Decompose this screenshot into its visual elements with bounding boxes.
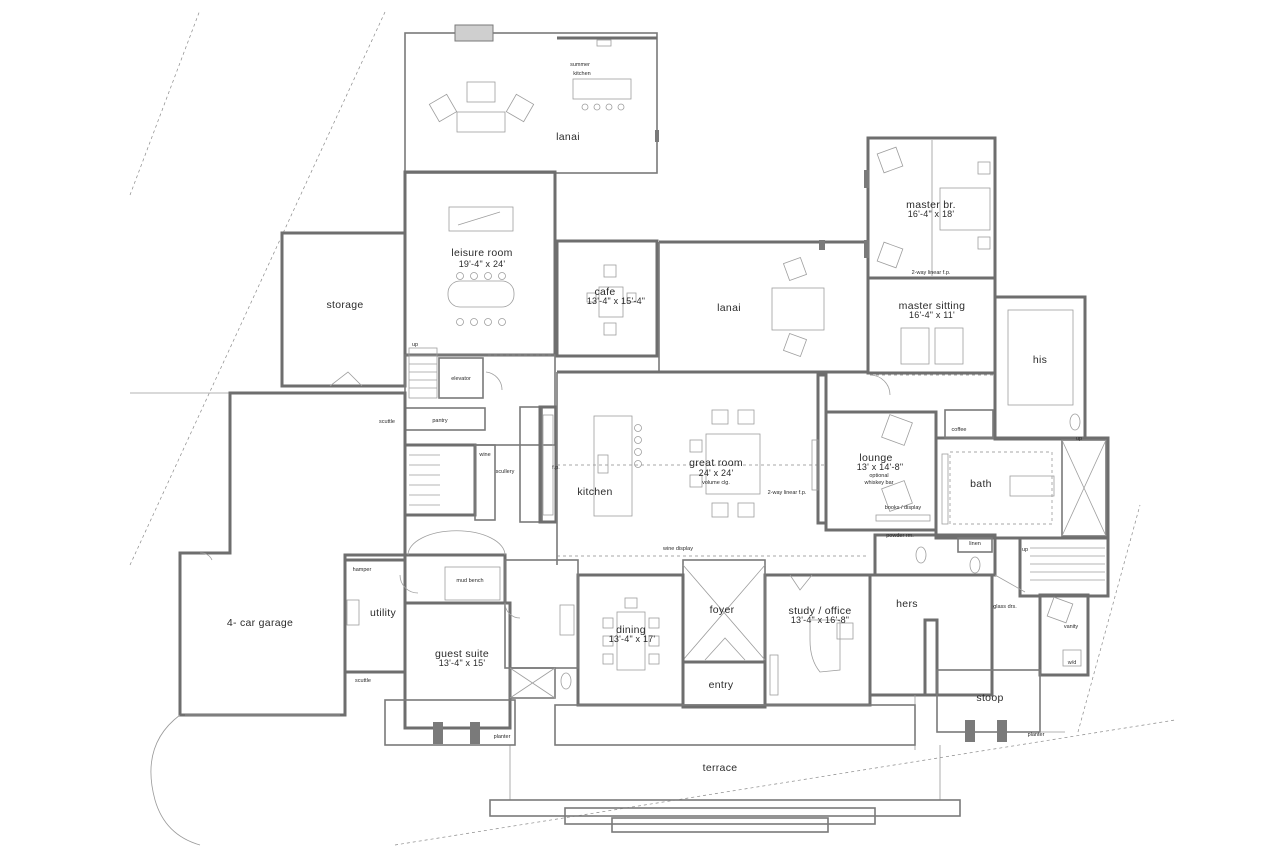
- label-vanity: vanity: [1064, 624, 1079, 630]
- label-optional: optional: [869, 473, 888, 479]
- label-lounge: lounge: [859, 452, 892, 464]
- label-glass-drs: glass drs.: [993, 604, 1017, 610]
- label-up-lower: up: [1022, 547, 1028, 553]
- label-up-top: up: [412, 342, 418, 348]
- cafe-area: [555, 239, 659, 358]
- label-hamper: hamper: [353, 567, 372, 573]
- label-study: study / office: [789, 605, 852, 617]
- service-core: [403, 347, 558, 524]
- label-elevator: elevator: [451, 376, 471, 382]
- label-master-br: master br.: [906, 199, 956, 211]
- storage-area: [280, 231, 407, 388]
- label-books-display: books / display: [885, 505, 922, 511]
- label-foyer: foyer: [710, 604, 735, 616]
- label-bath: bath: [970, 478, 992, 490]
- label-scullery: scullery: [496, 469, 515, 475]
- label-linear-fp-mid: 2-way linear f.p.: [768, 490, 807, 496]
- label-garage: 4- car garage: [227, 617, 293, 629]
- label-wine: wine: [478, 452, 490, 458]
- hers-closet-area: [868, 573, 1090, 697]
- label-powder-rm: powder rm.: [886, 533, 914, 539]
- label-whiskey-bar: whiskey bar: [863, 480, 893, 486]
- label-wd: w/d: [1067, 660, 1077, 666]
- label-terrace: terrace: [703, 762, 738, 774]
- label-linear-fp-top: 2-way linear f.p.: [912, 270, 951, 276]
- label-great-room: great room: [689, 457, 743, 469]
- label-scuttle-bottom: scuttle: [355, 678, 371, 684]
- label-lanai-mid: lanai: [717, 302, 741, 314]
- label-leisure-room: leisure room: [451, 247, 512, 259]
- label-dining: dining: [616, 624, 646, 636]
- dim-dining: 13'-4" x 17': [609, 634, 656, 644]
- label-cafe: cafe: [594, 286, 615, 298]
- mudroom-area: [343, 530, 579, 744]
- label-linen: linen: [969, 541, 981, 547]
- label-his: his: [1033, 354, 1047, 366]
- label-volume-clg: volume clg.: [702, 480, 730, 486]
- study-area: [763, 573, 872, 707]
- label-utility: utility: [370, 607, 396, 619]
- label-summer-kitchen: kitchen: [573, 71, 590, 77]
- label-scuttle-top: scuttle: [379, 419, 395, 425]
- label-stoop: stoop: [976, 692, 1003, 704]
- his-closet-area: [993, 295, 1087, 441]
- label-storage: storage: [326, 299, 363, 311]
- label-planter-left: planter: [494, 734, 511, 740]
- label-guest-suite: guest suite: [435, 648, 489, 660]
- dim-master-br: 16'-4" x 18': [908, 209, 955, 219]
- label-up-mid: up: [1076, 436, 1082, 442]
- dim-guest-suite: 13'-4" x 15': [439, 658, 486, 668]
- label-entry: entry: [709, 679, 734, 691]
- label-pantry: pantry: [432, 418, 448, 424]
- dim-leisure-room: 19'-4" x 24': [459, 259, 506, 269]
- label-planter-right: planter: [1028, 732, 1045, 738]
- stoop-area: [914, 669, 1065, 750]
- label-hers: hers: [896, 598, 918, 610]
- label-fp: f.p.: [552, 465, 560, 471]
- dim-master-sitting: 16'-4" x 11': [909, 310, 955, 320]
- garage-area: [150, 371, 407, 846]
- label-mud-bench: mud bench: [456, 578, 483, 584]
- lanai-top-area: [404, 24, 659, 174]
- room-labels: lanai summer kitchen leisure room 19'-4"…: [227, 62, 1082, 774]
- lanai-mid-area: [658, 240, 868, 374]
- dim-lounge: 13' x 14'-8": [857, 462, 904, 472]
- dim-study: 13'-4" x 16'-8": [791, 615, 849, 625]
- label-summer: summer: [570, 62, 590, 68]
- label-coffee: coffee: [952, 427, 967, 433]
- dim-cafe: 13'-4" x 15'-4": [587, 296, 645, 306]
- label-wine-display: wine display: [662, 546, 693, 552]
- dim-great-room: 24' x 24': [699, 468, 734, 478]
- site-lines: [129, 9, 1176, 846]
- label-lanai-top: lanai: [556, 131, 580, 143]
- label-kitchen: kitchen: [577, 486, 612, 498]
- label-master-sitting: master sitting: [899, 300, 966, 312]
- master-sitting-area: [866, 276, 997, 376]
- terrace-area: [384, 699, 961, 833]
